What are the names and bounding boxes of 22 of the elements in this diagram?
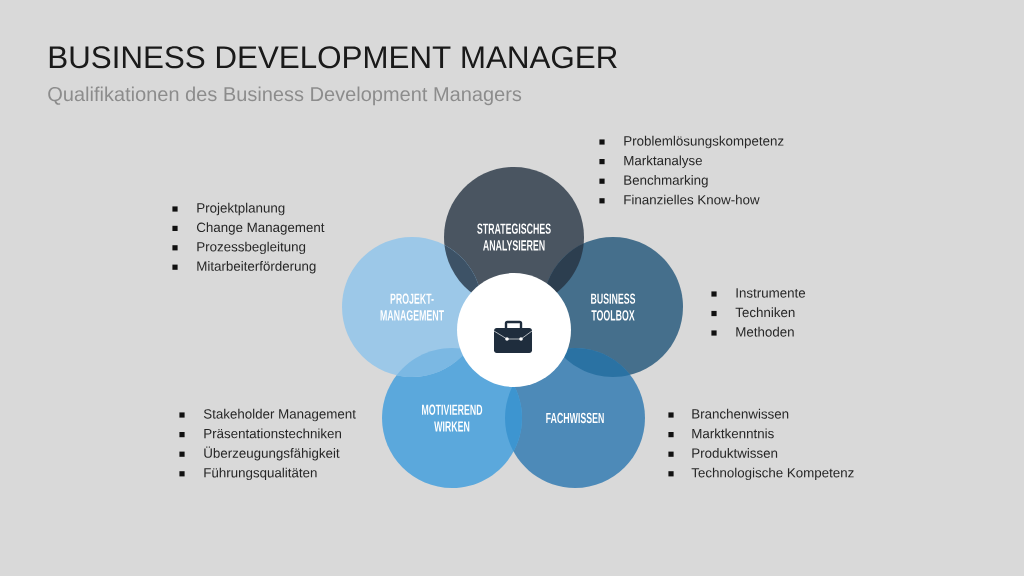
list-item: Branchenwissen <box>692 408 789 419</box>
list-item: Überzeugungsfähigkeit <box>204 446 340 461</box>
list-item: Change Management <box>196 222 325 235</box>
list-item: Marktkenntnis <box>692 428 774 439</box>
list-item: Produktwissen <box>692 448 778 458</box>
list-item: Präsentationstechniken <box>204 428 341 439</box>
list-item: Stakeholder Management <box>203 408 356 422</box>
list-item: Marktanalyse <box>624 155 702 168</box>
list-item: Finanzielles Know-how <box>624 194 760 205</box>
list-item: Projektplanung <box>197 202 285 216</box>
list-item: Benchmarking <box>624 175 708 188</box>
list-item: Methoden <box>736 326 794 337</box>
list-item: Problemlösungskompetenz <box>624 135 784 149</box>
list-item: Techniken <box>735 307 795 318</box>
list-item: Mitarbeiterförderung <box>197 261 316 274</box>
center-circle <box>457 273 571 387</box>
list-item: Prozessbegleitung <box>197 241 306 255</box>
list-item: Technologische Kompetenz <box>691 467 854 481</box>
title: BUSINESS DEVELOPMENT MANAGER <box>49 46 617 69</box>
list-item: Führungsqualitäten <box>204 467 317 481</box>
list-item: Instrumente <box>736 288 806 298</box>
subtitle: Qualifikationen des Business Development Managers <box>48 86 522 106</box>
